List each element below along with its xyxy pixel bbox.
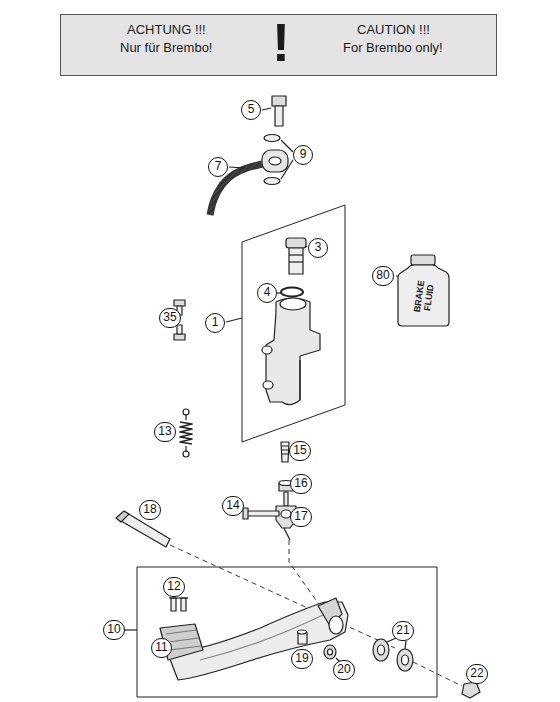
callout-number: 13 bbox=[154, 422, 176, 442]
caution-text: CAUTION !!! bbox=[357, 23, 430, 37]
callout-number: 22 bbox=[466, 664, 488, 684]
caution-text: For Brembo only! bbox=[343, 41, 443, 55]
callout-number: 17 bbox=[290, 507, 312, 527]
callout-number: 3 bbox=[308, 238, 328, 258]
caution-text: Nur für Brembo! bbox=[120, 41, 212, 55]
callout-number: 1 bbox=[205, 313, 225, 333]
callout-number: 20 bbox=[333, 660, 355, 680]
callout-number: 4 bbox=[257, 283, 277, 303]
caution-banner: ACHTUNG !!! Nur für Brembo!! CAUTION !!! Fo… bbox=[60, 14, 497, 76]
callout-number: 80 bbox=[372, 266, 394, 286]
callout-number: 10 bbox=[103, 620, 125, 640]
callout-number: 21 bbox=[392, 621, 414, 641]
callout-number: 16 bbox=[290, 474, 312, 494]
callout-number: 12 bbox=[163, 577, 185, 597]
warning-mark: ! bbox=[272, 13, 290, 72]
callout-number: 19 bbox=[291, 649, 313, 669]
callout-number: 7 bbox=[208, 157, 228, 177]
callout-number: 9 bbox=[293, 145, 313, 165]
callout-number: 18 bbox=[139, 500, 161, 520]
caution-text: ACHTUNG !!! bbox=[127, 23, 206, 37]
callout-number: 5 bbox=[241, 100, 261, 120]
callout-number: 14 bbox=[222, 496, 244, 516]
callout-number: 11 bbox=[151, 638, 172, 658]
callout-number: 15 bbox=[289, 441, 311, 461]
callout-number: 35 bbox=[159, 308, 181, 328]
